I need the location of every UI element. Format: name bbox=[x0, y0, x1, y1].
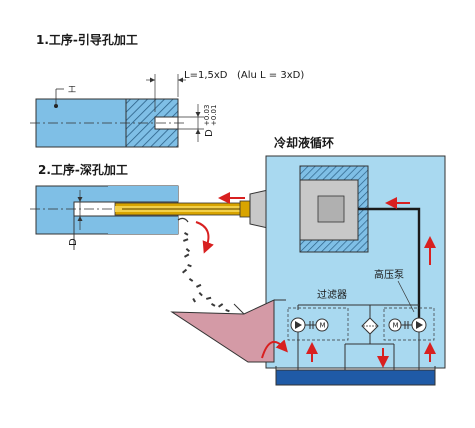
length-dimension: L=1,5xD (Alu L = 3xD) bbox=[146, 70, 304, 112]
step1-workpiece bbox=[30, 98, 186, 148]
cooling-title: 冷却液循环 bbox=[274, 135, 334, 150]
chip-flow-arrow bbox=[195, 221, 214, 254]
high-pressure-pump-label: 高压泵 bbox=[374, 268, 415, 313]
svg-text:M: M bbox=[393, 322, 399, 330]
coolant-pipe bbox=[358, 197, 436, 318]
gun-drill bbox=[114, 200, 269, 218]
workpiece-label-leader: 工 bbox=[55, 85, 76, 106]
tolerance-upper: +0.03 bbox=[203, 105, 211, 126]
svg-text:M: M bbox=[320, 322, 326, 330]
diameter-tolerance-dimension: D +0.03 +0.01 bbox=[178, 104, 218, 142]
dim-alu: (Alu L = 3xD) bbox=[237, 70, 304, 81]
filter-label: 过滤器 bbox=[317, 288, 347, 301]
step2-diameter-dimension: D bbox=[68, 190, 83, 250]
step2-title: 2.工序-深孔加工 bbox=[38, 162, 128, 177]
chip-chute bbox=[170, 299, 286, 363]
chute-flow-arrow bbox=[261, 339, 288, 359]
dim-diameter-2: D bbox=[68, 238, 79, 246]
dim-diameter-1: D bbox=[204, 129, 215, 137]
coolant-bath bbox=[275, 366, 436, 386]
motor-1-icon bbox=[315, 318, 329, 332]
cooling-tank bbox=[265, 155, 446, 369]
chips bbox=[177, 217, 230, 313]
step1-title: 1.工序-引导孔加工 bbox=[36, 32, 138, 47]
hydraulic-circuit: M M bbox=[287, 304, 436, 372]
tolerance-lower: +0.01 bbox=[210, 105, 218, 126]
spindle-housing bbox=[299, 165, 369, 253]
workpiece-label: 工 bbox=[68, 85, 76, 94]
svg-text:高压泵: 高压泵 bbox=[374, 268, 404, 281]
dim-length: L=1,5xD bbox=[184, 70, 228, 81]
